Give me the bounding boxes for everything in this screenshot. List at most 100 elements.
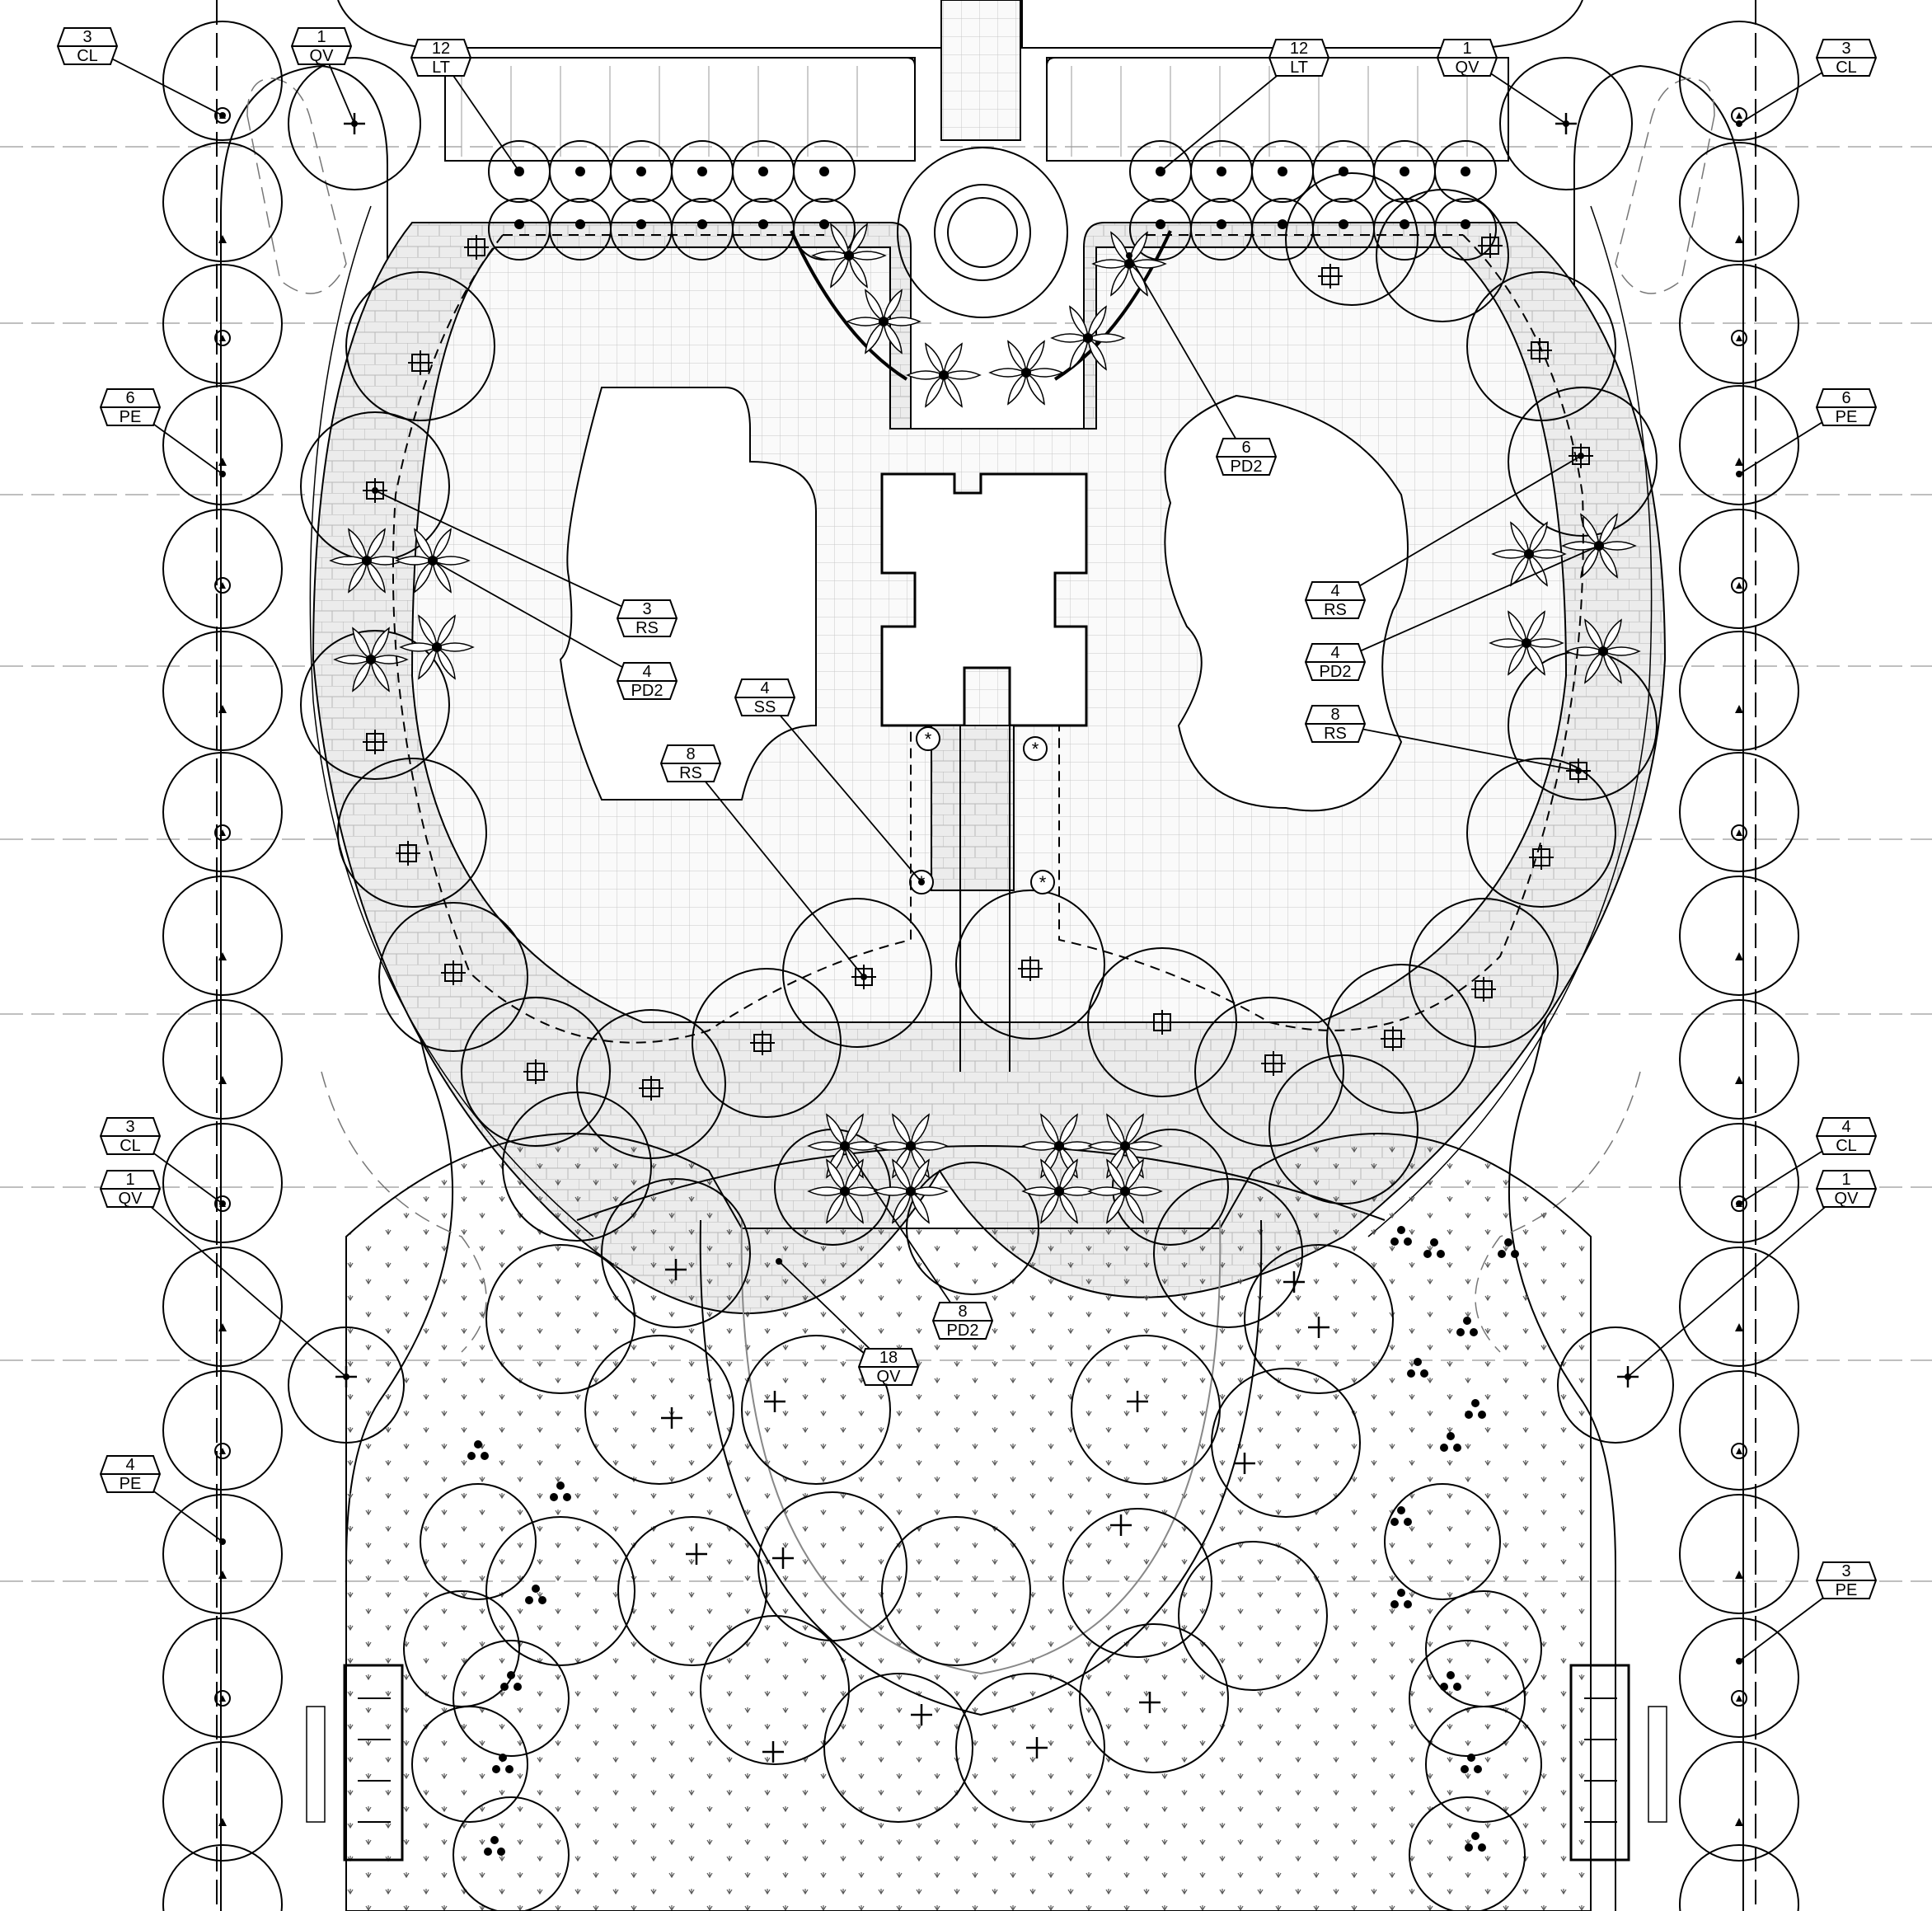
irrigation-lines: [392, 234, 1584, 1044]
tag-leader-line: [440, 57, 520, 172]
rs-plant-symbol: [1478, 233, 1503, 258]
rs-plant-symbol: [464, 235, 489, 260]
plant-tag-cl-top-right: 3CL: [1816, 39, 1877, 77]
canopy-circle: [162, 385, 283, 505]
tag-code: PD2: [947, 1322, 979, 1340]
canopy-circle: [1679, 631, 1799, 751]
leader-arrow: [1736, 471, 1742, 477]
shrub-symbol: [1440, 1683, 1448, 1691]
canopy-circle: [757, 1491, 907, 1641]
shrub-symbol: [1447, 1432, 1455, 1440]
canopy-circle: [617, 1516, 767, 1666]
tag-quantity: 8: [686, 745, 695, 763]
shrub-symbol: [1414, 1358, 1422, 1366]
lt-plant-symbol: [636, 219, 646, 229]
pd2-plant-symbol: [1565, 618, 1641, 684]
tag-quantity: 12: [1290, 40, 1308, 58]
tag-code: RS: [1324, 725, 1347, 743]
pd2-plant-symbol: [1491, 521, 1567, 587]
shrub-symbol: [1453, 1444, 1461, 1452]
canopy-circle: [1194, 997, 1344, 1147]
canopy-circle: [1679, 876, 1799, 996]
lt-plant-symbol: [1400, 219, 1409, 229]
pd2-plant-symbol: [873, 1158, 949, 1224]
shrub-symbol: [1467, 1754, 1475, 1762]
pe-plant-symbol: [219, 582, 226, 589]
qv-plant-symbol: [764, 1391, 785, 1412]
canopy-circle: [1679, 752, 1799, 872]
pd2-plant-symbol: [329, 528, 405, 594]
plant-tag-pe-left-6: 6PE: [100, 388, 161, 426]
rs-plant-symbol: [408, 350, 433, 375]
tag-quantity: 6: [1241, 439, 1250, 457]
shrub-symbol: [500, 1683, 509, 1691]
canopy-circle: [162, 1844, 283, 1911]
shrub-symbol: [1390, 1600, 1399, 1608]
canopy-circle: [601, 1178, 751, 1328]
shrub-symbol: [1453, 1683, 1461, 1691]
canopy-circle: [162, 1741, 283, 1862]
lt-plant-symbol: [1217, 167, 1226, 176]
pe-plant-symbol: [1735, 458, 1743, 466]
canopy-circle: [378, 902, 528, 1052]
shrub-symbol: [484, 1848, 492, 1856]
canopy-circle: [1434, 140, 1497, 203]
canopy-circle: [162, 752, 283, 872]
shrub-symbol: [1447, 1671, 1455, 1679]
shrub-symbol: [1465, 1843, 1473, 1852]
pe-plant-symbol: [219, 1695, 226, 1702]
tag-quantity: 6: [125, 389, 134, 407]
canopy-circle: [1409, 1796, 1526, 1911]
tag-quantity: 4: [1841, 1118, 1850, 1136]
tag-code: RS: [679, 764, 702, 782]
pe-plant-symbol: [1735, 1076, 1743, 1084]
lt-plant-symbol: [636, 167, 646, 176]
qv-plant-symbol: [762, 1741, 784, 1763]
pe-plant-symbol: [1736, 112, 1742, 119]
canopy-circle: [162, 1494, 283, 1614]
canopy-circle: [1499, 57, 1633, 190]
shrub-symbol: [497, 1848, 505, 1856]
shrub-symbol: [532, 1585, 540, 1593]
pe-plant-symbol: [219, 335, 226, 341]
cl-plant-symbol: [214, 1690, 231, 1707]
plant-tag-pe-right-6: 6PE: [1816, 388, 1877, 426]
tag-code: PD2: [1231, 458, 1263, 476]
canopy-circle: [1679, 1494, 1799, 1614]
canopy-circle: [1384, 1483, 1501, 1600]
canopy-circle: [1679, 1618, 1799, 1738]
tag-quantity: 1: [125, 1171, 134, 1189]
shrub-symbol: [1437, 1250, 1445, 1258]
house-footprint: [880, 472, 1088, 1072]
lt-plant-symbol: [1278, 219, 1287, 229]
tag-quantity: 18: [879, 1349, 898, 1367]
lt-plant-symbol: [758, 167, 768, 176]
shrub-symbol: [1390, 1518, 1399, 1526]
canopy-circle: [823, 1673, 973, 1823]
pe-plant-symbol: [1735, 1323, 1743, 1331]
street-curb: [337, 0, 1583, 162]
canopy-circle: [1376, 189, 1509, 322]
canopy-circle: [162, 142, 283, 262]
tag-code: QV: [1835, 1190, 1859, 1208]
canopy-circle: [502, 1092, 652, 1242]
tag-quantity: 4: [1330, 644, 1339, 662]
shrub-symbol: [1407, 1369, 1415, 1378]
shrub-symbol: [1404, 1518, 1412, 1526]
rs-plant-symbol: [441, 960, 466, 985]
shrub-symbol: [1498, 1250, 1506, 1258]
leader-arrow: [1126, 252, 1132, 259]
pe-plant-symbol: [218, 1323, 227, 1331]
canopy-circle: [692, 968, 842, 1118]
svg-text:*: *: [1039, 872, 1047, 893]
shrub-symbol: [1404, 1237, 1412, 1246]
ss-plant-symbol: *: [1030, 870, 1055, 894]
lt-plant-symbol: [1461, 219, 1470, 229]
tag-leader-line: [1334, 545, 1600, 663]
ss-plant-symbol: *: [1023, 736, 1048, 761]
canopy-circle: [1679, 1844, 1799, 1911]
canopy-circle: [162, 1247, 283, 1367]
cl-plant-symbol: [214, 824, 231, 841]
